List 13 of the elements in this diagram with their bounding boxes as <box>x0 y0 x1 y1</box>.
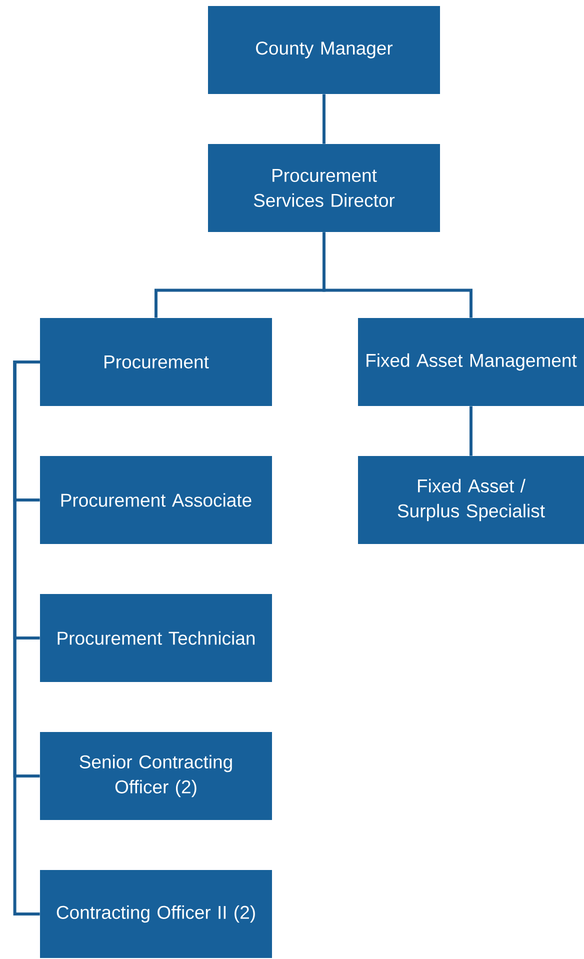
position-box: Fixed Asset Management <box>358 318 584 406</box>
connector-line <box>322 232 472 318</box>
connector-line <box>322 94 326 144</box>
position-box: Procurement Associate <box>40 456 272 544</box>
position-box: Procurement Services Director <box>208 144 440 232</box>
position-box: Procurement <box>40 318 272 406</box>
connector-line <box>13 360 40 916</box>
connector-line <box>470 406 472 456</box>
position-box: County Manager <box>208 6 440 94</box>
position-box: Procurement Technician <box>40 594 272 682</box>
position-box: Fixed Asset / Surplus Specialist <box>358 456 584 544</box>
position-box: Contracting Officer II (2) <box>40 870 272 958</box>
position-box: Senior Contracting Officer (2) <box>40 732 272 820</box>
